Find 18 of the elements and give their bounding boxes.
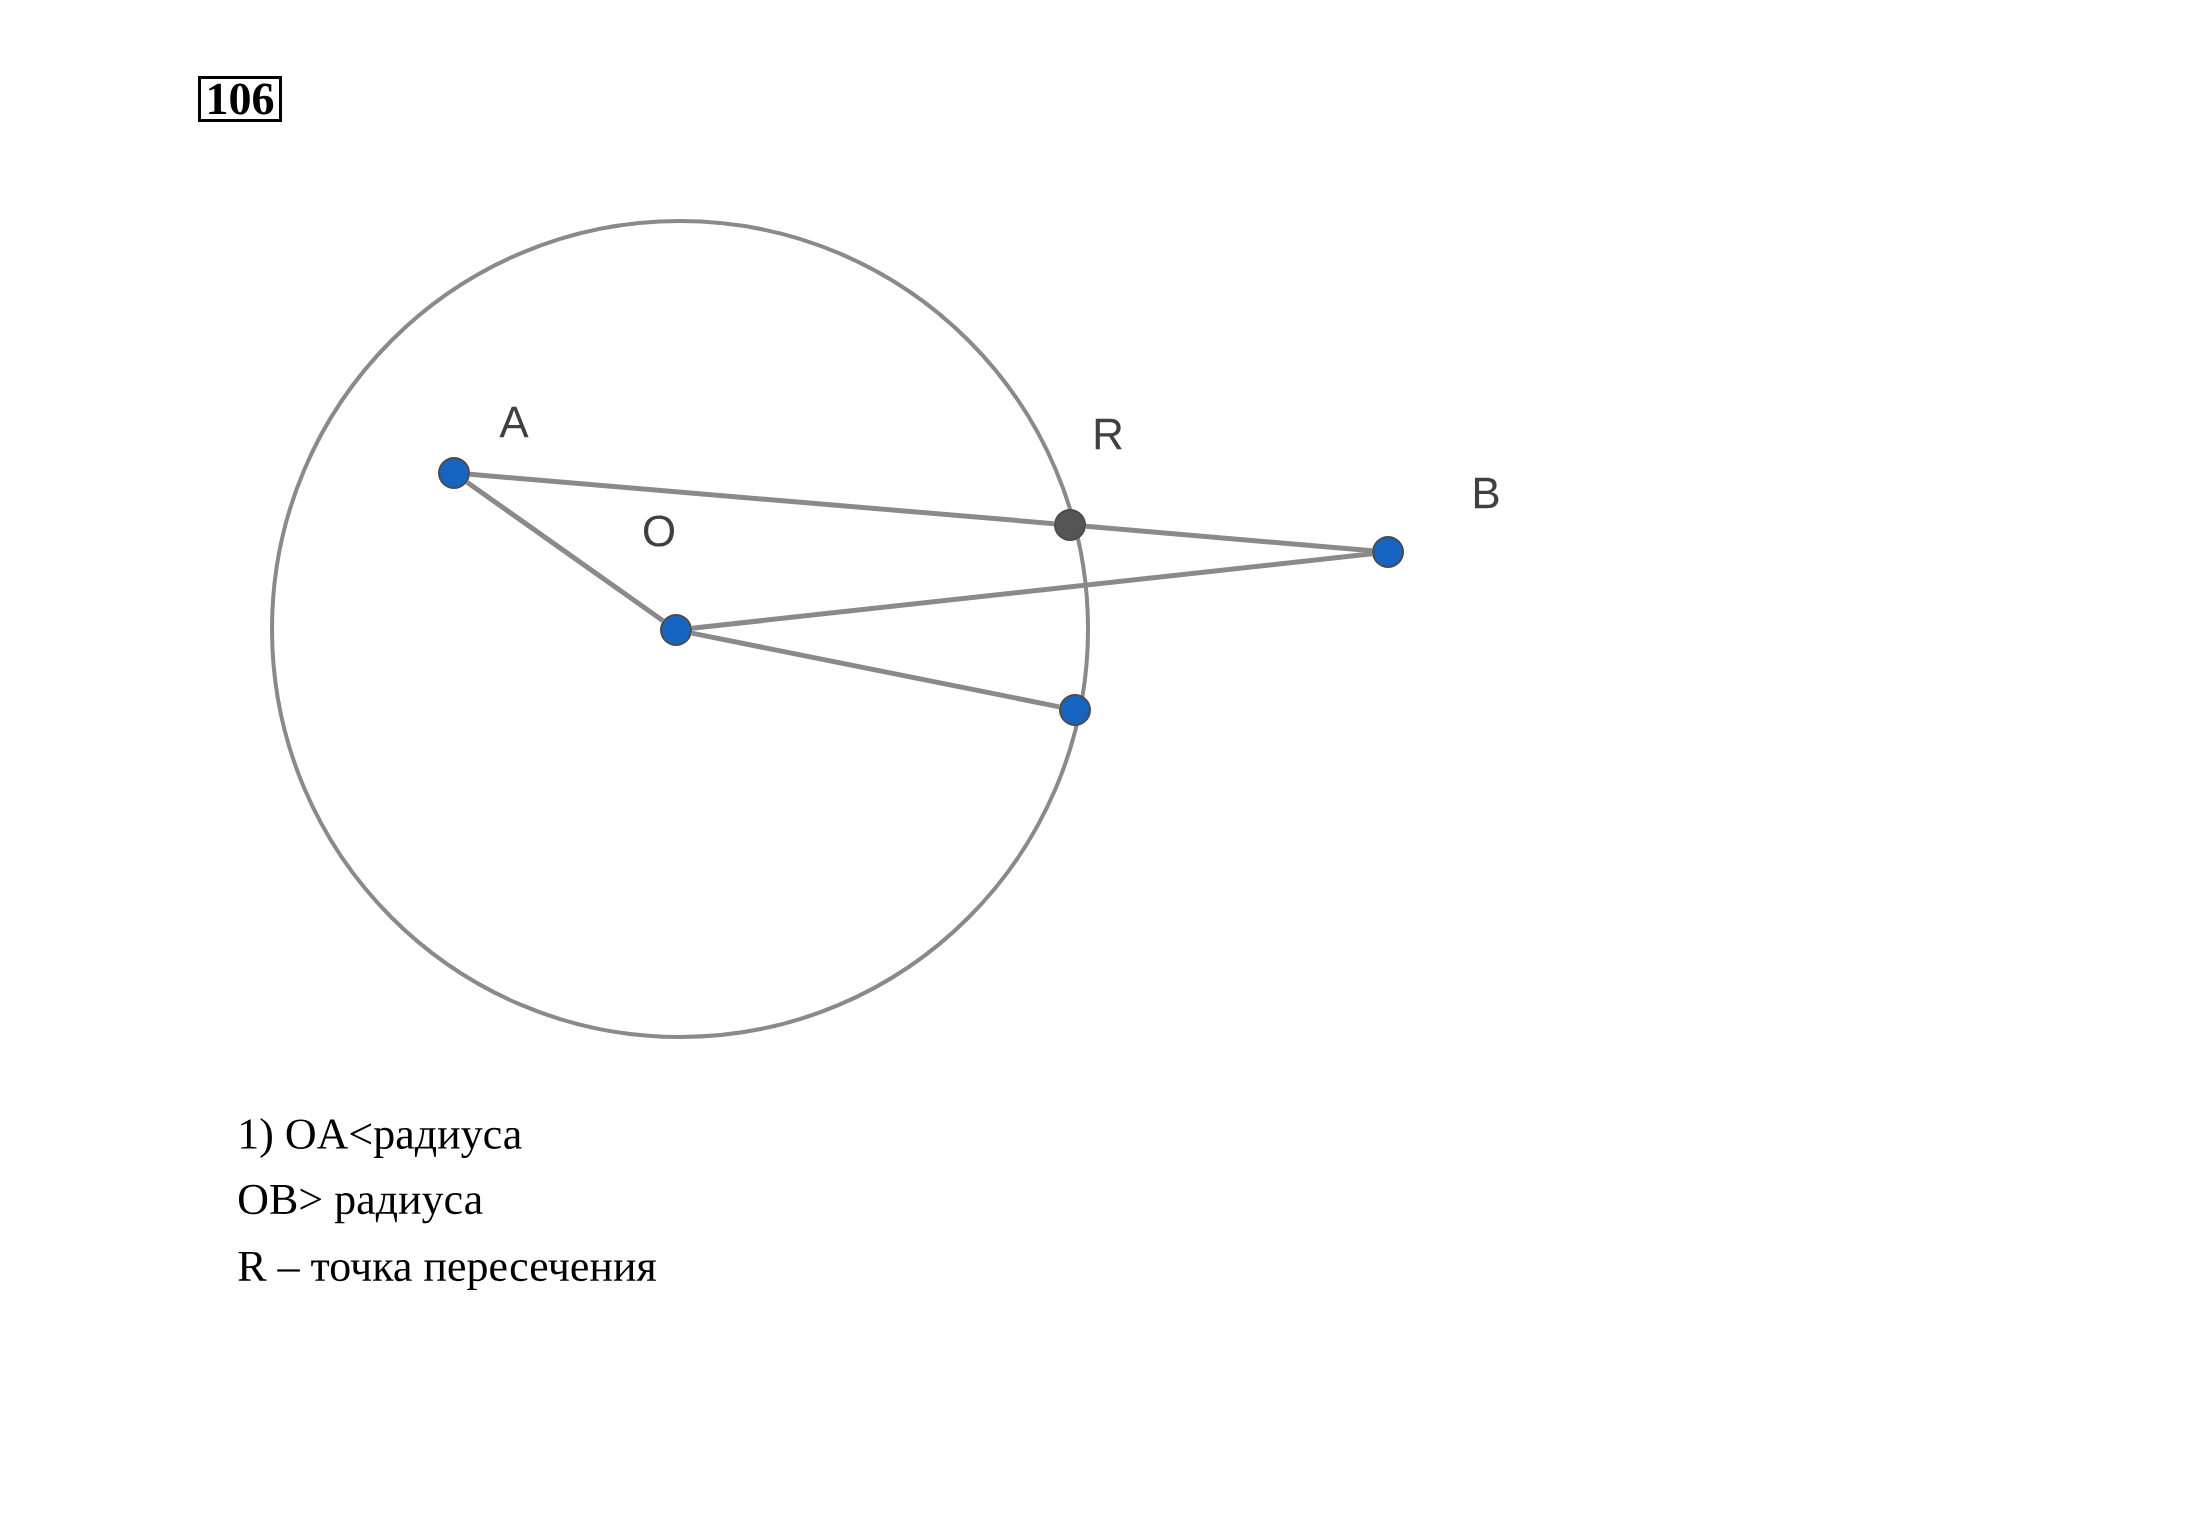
line-segment: [1085, 523, 1373, 554]
note-text: OB> радиуса: [239, 1184, 483, 1224]
note-text: R – точка пересечения: [238, 1251, 656, 1291]
point: [1054, 509, 1086, 541]
number-box: 106: [198, 76, 282, 122]
point: [438, 457, 470, 489]
note-text: 1) OA<радиуса: [241, 1118, 522, 1158]
line-segment: [691, 630, 1060, 710]
point: [1372, 536, 1404, 568]
point-label: O: [644, 515, 674, 547]
point: [1059, 694, 1091, 726]
line-segment: [691, 551, 1373, 631]
point-label: R: [1095, 418, 1122, 450]
point-label: B: [1474, 477, 1499, 509]
point: [660, 614, 692, 646]
line-segment: [469, 471, 1055, 527]
line-segment: [465, 480, 665, 623]
point-label: A: [499, 406, 529, 438]
